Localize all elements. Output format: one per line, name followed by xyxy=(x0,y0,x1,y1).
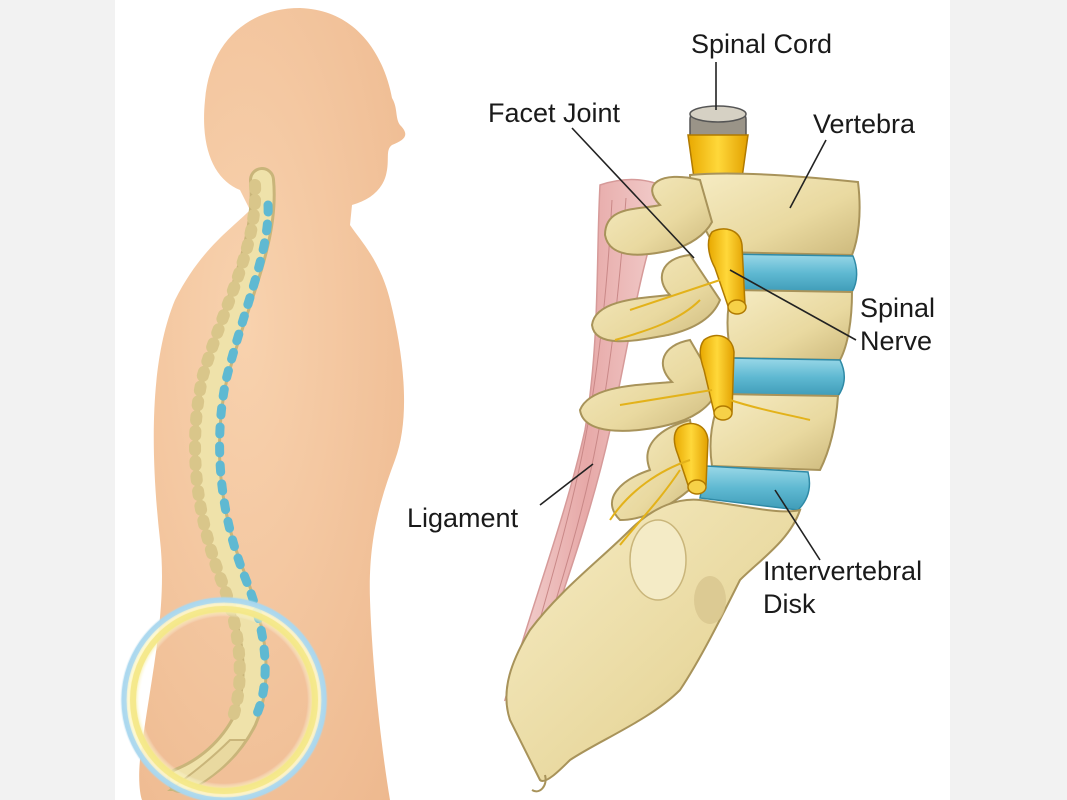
label-facet-joint: Facet Joint xyxy=(488,97,620,130)
highlight-ring-icon xyxy=(120,596,328,800)
label-intervertebral-disk-line1: Intervertebral xyxy=(763,556,923,586)
leader-spinal-nerve xyxy=(729,269,857,341)
label-facet-joint-text: Facet Joint xyxy=(488,98,621,128)
leader-vertebra xyxy=(789,139,827,209)
leader-ligament xyxy=(539,463,594,506)
label-intervertebral-disk-line2: Disk xyxy=(763,589,816,619)
vertebrae-stack xyxy=(688,172,861,511)
label-intervertebral-disk: Intervertebral Disk xyxy=(763,555,922,621)
label-spinal-cord-text: Spinal Cord xyxy=(691,29,833,59)
label-ligament: Ligament xyxy=(407,502,518,535)
label-vertebra: Vertebra xyxy=(813,108,915,141)
spinous-processes xyxy=(578,175,722,522)
spinal-cord xyxy=(687,105,749,179)
leader-intervertebral-disk xyxy=(774,489,821,561)
spinal-nerves xyxy=(609,228,811,546)
leader-facet-joint xyxy=(571,127,695,259)
label-ligament-text: Ligament xyxy=(407,503,519,533)
label-spinal-nerve-line2: Nerve xyxy=(860,326,933,356)
label-vertebra-text: Vertebra xyxy=(813,109,916,139)
sacrum xyxy=(505,498,802,793)
label-spinal-nerve-line1: Spinal xyxy=(860,293,936,323)
label-spinal-nerve: Spinal Nerve xyxy=(860,292,935,358)
label-spinal-cord: Spinal Cord xyxy=(691,28,832,61)
leader-lines xyxy=(539,62,857,561)
